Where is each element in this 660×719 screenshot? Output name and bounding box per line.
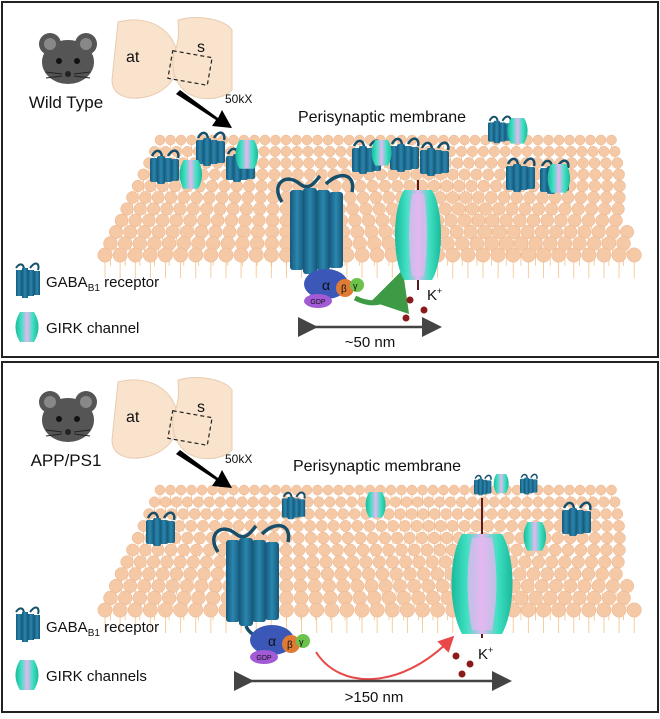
- beta-subunit-label: β: [287, 640, 293, 651]
- girk-channel: [395, 180, 441, 290]
- genotype-label: Wild Type: [29, 93, 103, 112]
- legend-receptor-label: GABAB1 receptor: [46, 274, 159, 294]
- gamma-subunit-label: γ: [299, 637, 304, 647]
- activation-arrow: [353, 269, 410, 315]
- legend-channel-label: GIRK channels: [46, 668, 147, 685]
- synapse-sketch: at s: [111, 377, 233, 459]
- synapse-sketch: at s: [111, 17, 233, 99]
- alpha-subunit-label: α: [322, 277, 330, 293]
- panel-app-ps1: APP/PS1 at s 50kX Perisynaptic membrane …: [1, 361, 659, 713]
- legend-channel-icon: [15, 312, 39, 342]
- gaba-b1-receptor: [276, 173, 355, 288]
- g-protein: α β γ GDP: [250, 625, 310, 664]
- ion-label: K+: [427, 286, 442, 304]
- gamma-subunit-label: γ: [353, 281, 358, 291]
- spine-label: s: [197, 39, 205, 56]
- magnification-arrow: [176, 90, 232, 128]
- receptor-clusters: [150, 115, 571, 194]
- magnification-arrow: [176, 450, 232, 488]
- panel-wild-type: Wild Type at s 50kX Perisynaptic membran…: [1, 1, 659, 358]
- legend: GABAB1 receptor GIRK channel: [15, 262, 159, 342]
- receptor-clusters: [146, 473, 592, 551]
- membrane-title: Perisynaptic membrane: [293, 458, 461, 475]
- mouse-icon: [39, 33, 97, 84]
- membrane-title: Perisynaptic membrane: [298, 109, 466, 126]
- terminal-label: at: [126, 49, 140, 66]
- legend-receptor-icon: [15, 262, 40, 298]
- legend-channel-icon: [15, 660, 39, 690]
- magnification-label: 50kX: [225, 92, 252, 106]
- magnification-label: 50kX: [225, 452, 252, 466]
- ion-label: K+: [478, 645, 493, 663]
- mouse-icon: [39, 391, 97, 442]
- legend-receptor-icon: [15, 606, 40, 642]
- legend-channel-label: GIRK channel: [46, 320, 139, 337]
- alpha-subunit-label: α: [268, 633, 276, 649]
- distance-label: >150 nm: [345, 689, 404, 706]
- spine-label: s: [197, 399, 205, 416]
- legend: GABAB1 receptor GIRK channels: [15, 606, 159, 690]
- g-protein: α β γ GDP: [304, 269, 364, 308]
- distance-label: ~50 nm: [345, 334, 395, 351]
- legend-receptor-label: GABAB1 receptor: [46, 619, 159, 639]
- beta-subunit-label: β: [341, 284, 347, 295]
- terminal-label: at: [126, 409, 140, 426]
- girk-channel: [451, 498, 513, 638]
- gaba-b1-receptor: [212, 523, 291, 640]
- genotype-label: APP/PS1: [31, 451, 102, 470]
- gdp-label: GDP: [256, 655, 272, 662]
- gdp-label: GDP: [310, 299, 326, 306]
